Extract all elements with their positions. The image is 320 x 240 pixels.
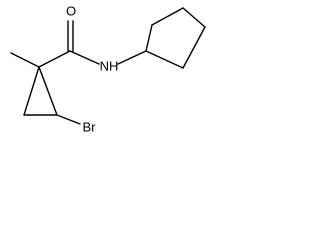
bond-cp-1-2 xyxy=(145,24,153,52)
bond-cp-3-4 xyxy=(182,7,206,28)
bond-c2-br xyxy=(56,114,81,125)
bond-ring-c3-c1 xyxy=(23,66,40,116)
bond-cp-5-1 xyxy=(145,50,184,69)
bond-n-cyclopentyl xyxy=(117,50,147,65)
bond-cp-2-3 xyxy=(151,7,184,26)
atom-labels: O NH Br xyxy=(66,4,118,135)
bond-lines xyxy=(10,7,206,125)
bond-ring-c1-c2 xyxy=(38,66,58,116)
bromine-label: Br xyxy=(83,120,97,135)
bond-carbonyl-n xyxy=(69,50,100,65)
nitrogen-label: NH xyxy=(100,59,119,74)
chemical-structure-diagram: O NH Br xyxy=(10,4,206,135)
bond-cp-4-5 xyxy=(182,26,206,69)
bond-c1-carbonyl xyxy=(38,50,71,68)
bond-methyl xyxy=(10,52,40,68)
oxygen-label: O xyxy=(66,4,76,19)
